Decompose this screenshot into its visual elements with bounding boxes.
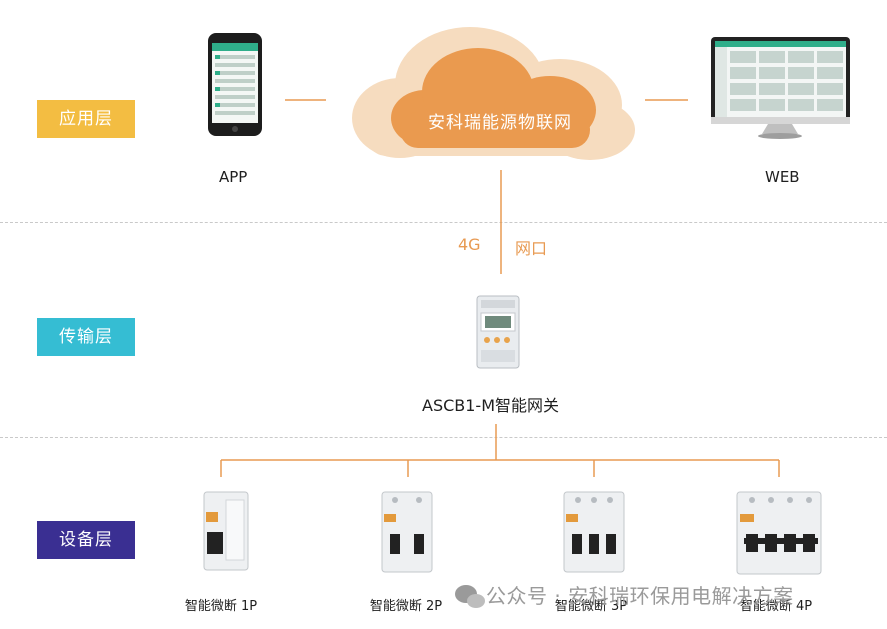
breaker-1p-icon xyxy=(204,492,248,570)
link-label-4g: 4G xyxy=(458,235,481,254)
breaker-label-2p: 智能微断 2P xyxy=(351,595,461,614)
watermark-text: 公众号 · 安科瑞环保用电解决方案 xyxy=(486,580,794,609)
cloud-icon xyxy=(352,27,635,160)
breaker-label-1p: 智能微断 1P xyxy=(166,595,276,614)
breaker-3p-icon xyxy=(564,492,624,572)
link-label-ethernet: 网口 xyxy=(515,235,547,259)
breaker-2p-icon xyxy=(382,492,432,572)
monitor-icon xyxy=(711,37,850,139)
gateway-label: ASCB1-M智能网关 xyxy=(422,392,559,416)
smartphone-icon xyxy=(208,33,262,136)
breaker-4p-icon xyxy=(737,492,821,574)
gateway-device-icon xyxy=(477,296,519,368)
web-label: WEB xyxy=(765,168,800,186)
cloud-label: 安科瑞能源物联网 xyxy=(420,108,580,133)
app-label: APP xyxy=(219,168,247,186)
